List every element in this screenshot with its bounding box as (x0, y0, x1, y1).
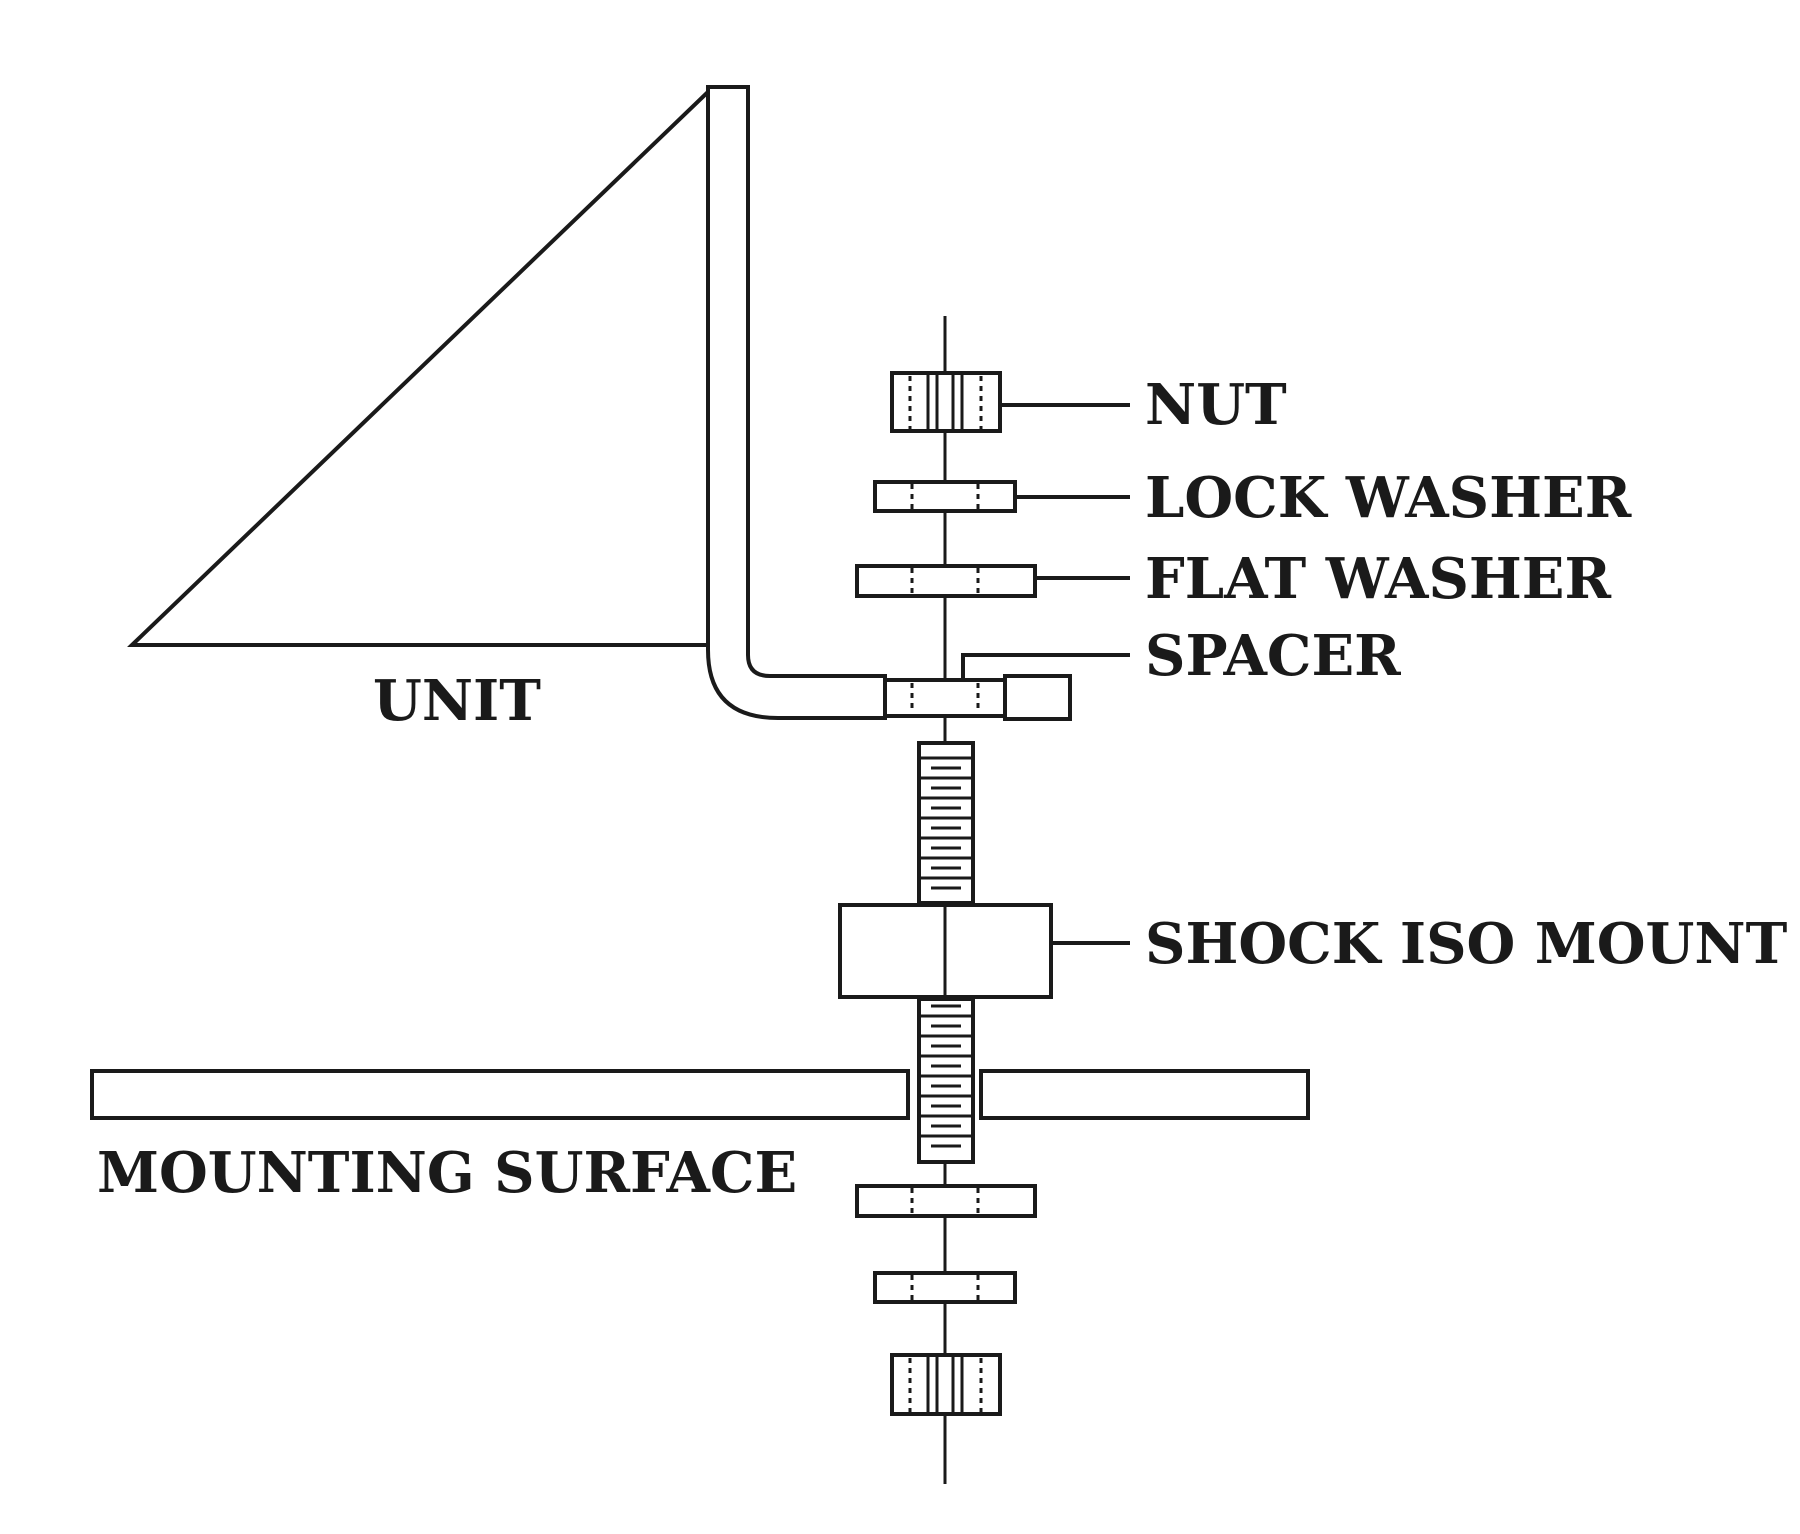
bottom-flat-washer (855, 1184, 1037, 1218)
top-flat-washer (855, 564, 1037, 598)
shock-iso-mount (838, 903, 1053, 999)
threaded-stud-lower (917, 997, 975, 1164)
label-unit: UNIT (373, 668, 541, 734)
label-lock-washer: LOCK WASHER (1145, 465, 1632, 531)
unit-bracket (706, 85, 887, 720)
threaded-stud-upper (917, 741, 975, 905)
spacer (883, 674, 1072, 721)
label-flat-washer: FLAT WASHER (1145, 546, 1611, 612)
label-nut: NUT (1145, 372, 1287, 438)
bottom-lock-washer (873, 1271, 1017, 1304)
mounting-surface-plate (90, 1069, 1310, 1120)
unit (127, 85, 887, 720)
leader-spacer (961, 653, 1130, 680)
label-spacer: SPACER (1145, 623, 1401, 689)
top-nut (890, 371, 1002, 433)
label-mounting-surface: MOUNTING SURFACE (97, 1140, 797, 1206)
label-shock-iso-mount: SHOCK ISO MOUNT (1145, 911, 1788, 977)
top-lock-washer (873, 480, 1017, 513)
bottom-nut (890, 1353, 1002, 1416)
unit-triangle (127, 85, 712, 647)
leader-lines (961, 403, 1130, 945)
